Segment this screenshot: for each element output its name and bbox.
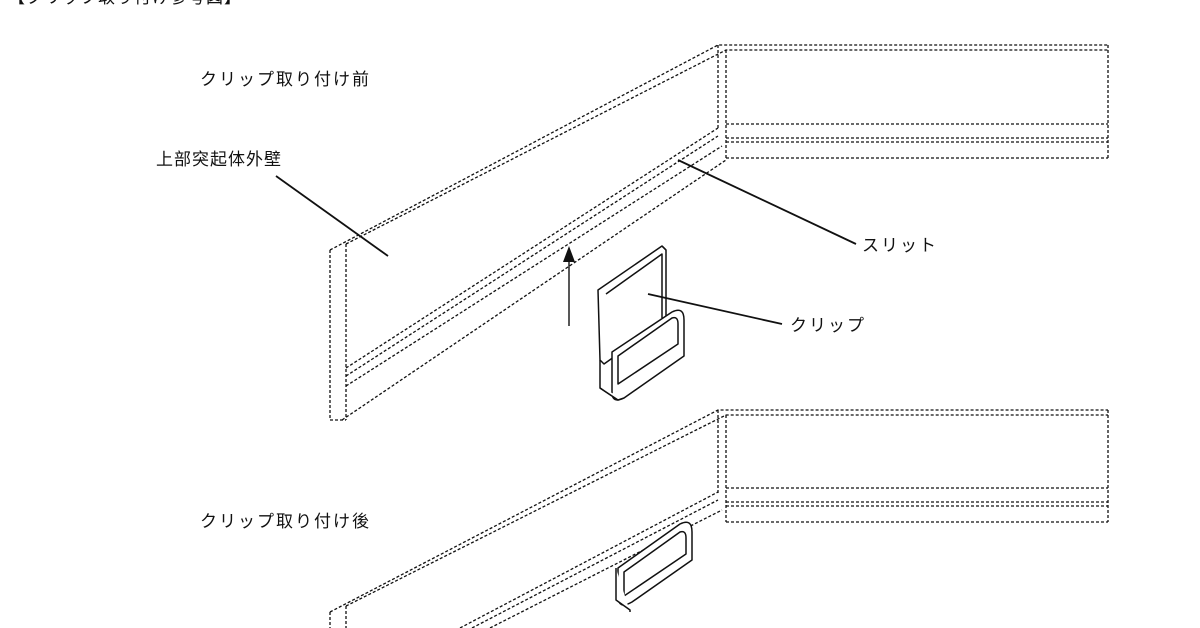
slit-line-mid [345, 135, 719, 377]
clip-after-install [615, 521, 693, 612]
wall2-slit-line-upper [459, 491, 719, 628]
clip-before-install [597, 245, 685, 401]
figure-title: 【クリップ取り付け参考図】 [8, 0, 242, 8]
wall-top-edge-outer [329, 44, 1108, 251]
insert-direction-arrow [563, 246, 575, 326]
wall-top-edge-inner [345, 49, 1108, 245]
wall2-slit-line-mid [471, 499, 719, 628]
slit-line-upper [345, 127, 719, 369]
label-clip: クリップ [790, 316, 866, 336]
label-after-clip-install: クリップ取り付け後 [200, 512, 371, 532]
wall-assembly-after [329, 409, 1109, 628]
leader-wall [275, 175, 389, 257]
label-before-clip-install: クリップ取り付け前 [200, 70, 371, 90]
wall-assembly-before [329, 44, 1109, 421]
label-upper-protrusion-outer-wall: 上部突起体外壁 [156, 150, 282, 170]
slit-line-lower [345, 145, 723, 387]
wall2-top-edge-inner [345, 414, 1108, 607]
leader-slit [677, 159, 857, 245]
leader-clip [647, 293, 783, 325]
label-slit: スリット [862, 236, 938, 256]
wall-bottom-edge [341, 159, 727, 421]
